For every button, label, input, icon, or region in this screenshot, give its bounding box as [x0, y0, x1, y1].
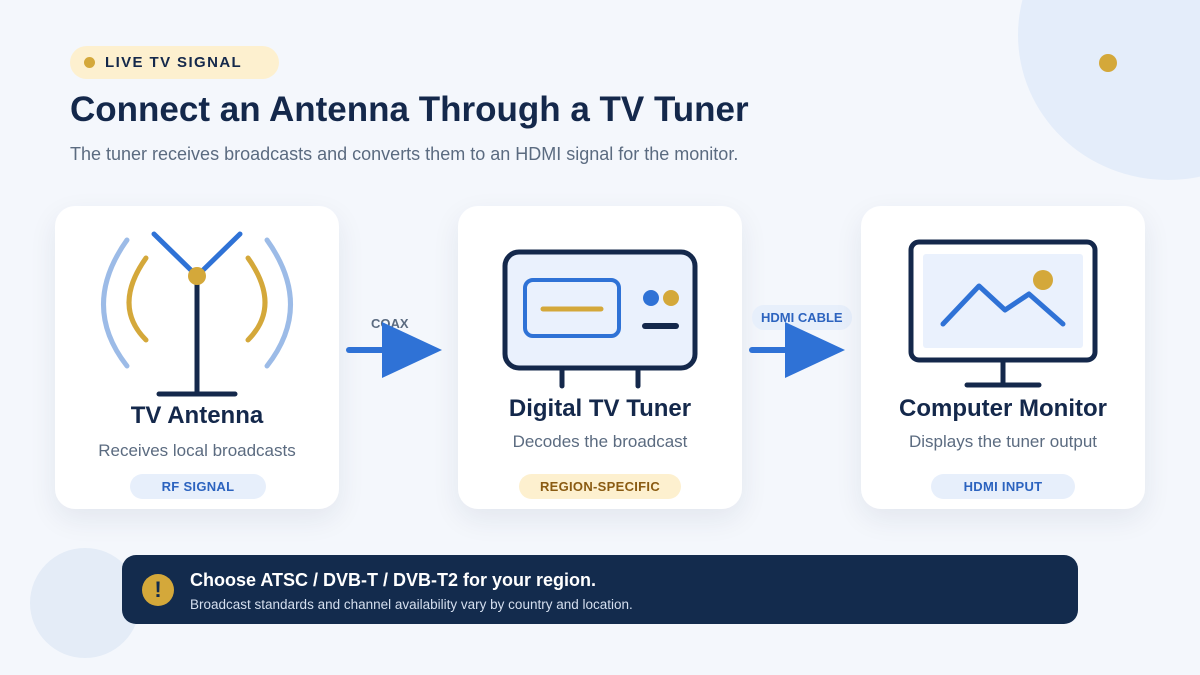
tag-region-specific: REGION-SPECIFIC: [519, 474, 681, 499]
card-computer-monitor: Computer Monitor Displays the tuner outp…: [861, 206, 1145, 509]
card-title: TV Antenna: [130, 402, 264, 429]
card-description: Receives local broadcasts: [98, 441, 296, 460]
arrow-right-icon: [346, 322, 442, 378]
badge-dot-icon: [84, 57, 95, 68]
page-subtitle: The tuner receives broadcasts and conver…: [70, 144, 739, 164]
region-notice-banner: ! Choose ATSC / DVB-T / DVB-T2 for your …: [122, 555, 1078, 624]
monitor-icon: [908, 239, 1098, 388]
card-title: Computer Monitor: [899, 395, 1107, 422]
decorative-dot: [1099, 54, 1117, 72]
live-signal-badge: LIVE TV SIGNAL: [70, 46, 279, 79]
connector-label-hdmi-cable: HDMI CABLE: [752, 305, 852, 330]
decorative-circle: [1018, 0, 1200, 180]
arrow-right-icon: [749, 322, 845, 378]
warning-icon: !: [142, 574, 174, 606]
card-description: Decodes the broadcast: [512, 432, 688, 451]
connector-label-coax: COAX: [371, 316, 409, 331]
card-tv-antenna: TV Antenna Receives local broadcasts RF …: [55, 206, 339, 509]
badge-label: LIVE TV SIGNAL: [105, 54, 243, 71]
card-digital-tv-tuner: Digital TV Tuner Decodes the broadcast R…: [458, 206, 742, 509]
tag-hdmi-input: HDMI INPUT: [931, 474, 1075, 499]
notice-title: Choose ATSC / DVB-T / DVB-T2 for your re…: [190, 570, 597, 590]
card-title: Digital TV Tuner: [508, 395, 692, 422]
notice-text: Broadcast standards and channel availabi…: [190, 597, 633, 612]
tv-tuner-icon: [502, 249, 698, 389]
antenna-icon: [101, 231, 293, 397]
card-description: Displays the tuner output: [908, 432, 1098, 451]
decorative-circle: [30, 548, 140, 658]
page-title: Connect an Antenna Through a TV Tuner: [70, 90, 749, 129]
tag-rf-signal: RF SIGNAL: [130, 474, 266, 499]
